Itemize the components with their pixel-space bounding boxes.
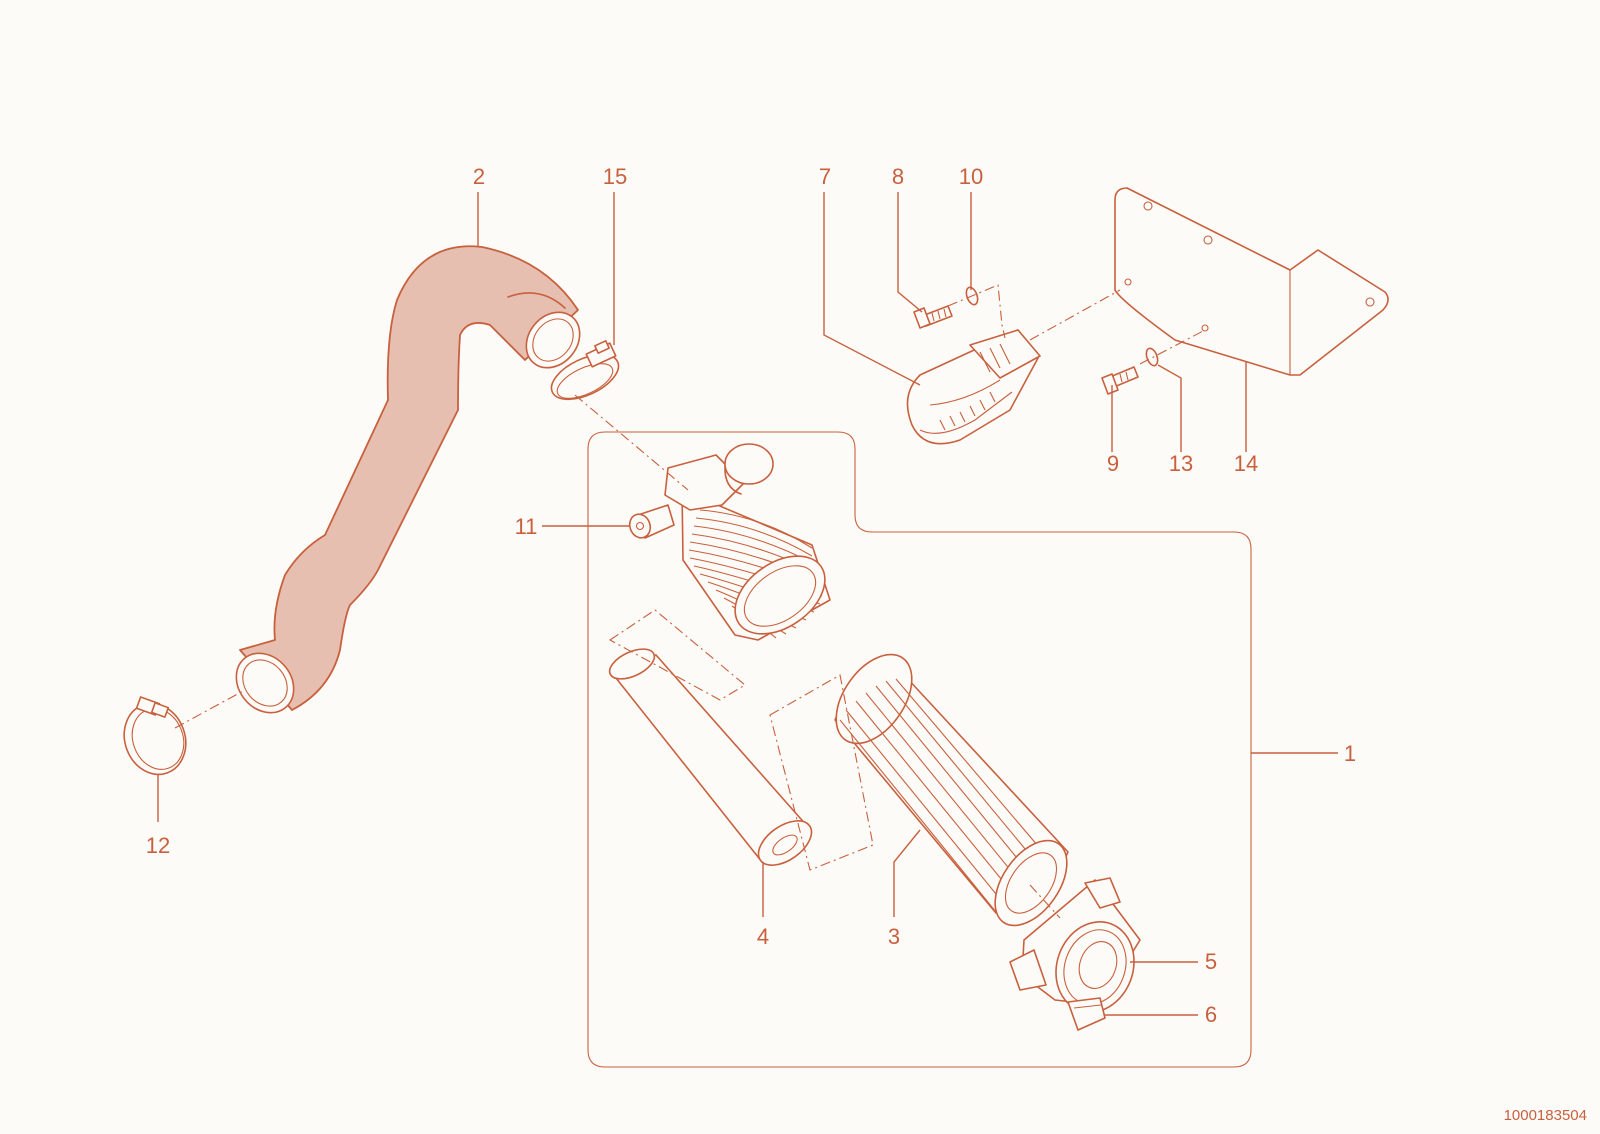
callout-14: 14 — [1234, 451, 1258, 476]
safety-element — [608, 648, 813, 866]
callout-5: 5 — [1205, 949, 1217, 974]
callout-15: 15 — [603, 164, 627, 189]
centerline-clamp-bellows — [574, 394, 689, 491]
centerline-main-element — [769, 674, 874, 871]
callout-8: 8 — [892, 164, 904, 189]
document-number: 1000183504 — [1504, 1107, 1587, 1124]
centerline-bolt-9 — [1139, 329, 1206, 365]
callout-2: 2 — [473, 164, 485, 189]
bellows-hose — [628, 443, 831, 641]
centerline-band-bracket — [1029, 289, 1121, 341]
callout-12: 12 — [146, 833, 170, 858]
washer-13 — [1145, 347, 1159, 367]
leader-lines — [157, 192, 1338, 1016]
hose-clamp-small — [123, 696, 187, 776]
mounting-bracket — [1114, 187, 1389, 376]
centerline-hose-clamp — [174, 689, 246, 729]
mounting-band — [906, 329, 1041, 445]
intake-hose — [235, 245, 581, 714]
callout-3: 3 — [888, 924, 900, 949]
centerline-safety-element — [608, 609, 746, 701]
callout-1: 1 — [1344, 741, 1356, 766]
bolt-9 — [1101, 366, 1139, 395]
callout-6: 6 — [1205, 1002, 1217, 1027]
hose-clamp — [550, 340, 620, 401]
assembly-boundary — [587, 431, 1252, 1068]
callout-7: 7 — [819, 164, 831, 189]
centerline-filter-cover — [1029, 884, 1061, 919]
main-filter-element — [834, 653, 1069, 927]
callout-9: 9 — [1107, 451, 1119, 476]
callout-11: 11 — [515, 514, 538, 539]
callout-10: 10 — [959, 164, 983, 189]
dust-cover — [1009, 877, 1141, 1031]
callout-13: 13 — [1169, 451, 1193, 476]
bolt-8 — [913, 305, 953, 329]
callout-4: 4 — [757, 924, 769, 949]
centerline-bolt-8 — [947, 284, 1006, 339]
